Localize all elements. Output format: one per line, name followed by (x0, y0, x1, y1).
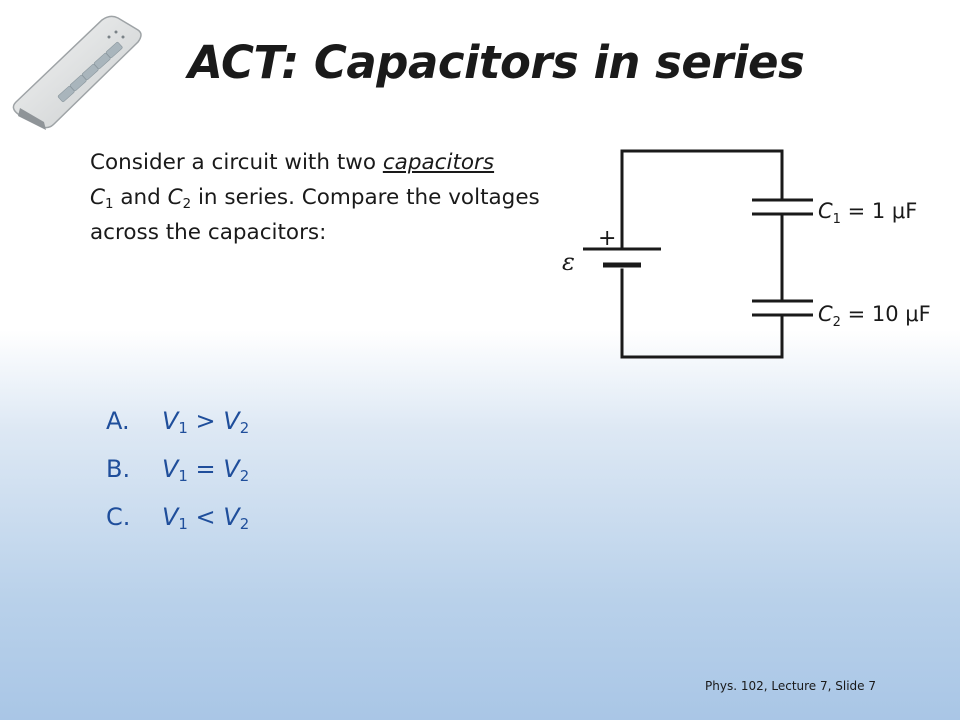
positive-terminal-sign: + (598, 226, 616, 251)
answer-choices: A.V1 > V2 B.V1 = V2 C.V1 < V2 (106, 407, 249, 551)
capacitors-link[interactable]: capacitors (382, 150, 495, 175)
battery-symbol (583, 247, 661, 268)
capacitor-c2 (752, 299, 813, 317)
answer-choice-b[interactable]: B.V1 = V2 (106, 455, 250, 485)
answer-choice-c[interactable]: C.V1 < V2 (106, 503, 250, 533)
slide-footer: Phys. 102, Lecture 7, Slide 7 (705, 679, 876, 693)
c1-label: C1 = 1 μF (818, 199, 917, 227)
capacitor-c1 (752, 198, 813, 216)
answer-choice-a[interactable]: A.V1 > V2 (106, 407, 250, 437)
c2-label: C2 = 10 μF (818, 302, 931, 330)
slide-title: ACT: Capacitors in series (188, 36, 805, 89)
circuit-diagram: + ε C1 = 1 μF C2 = 10 μF (562, 149, 931, 359)
iclicker-remote-icon (12, 15, 142, 130)
emf-label: ε (562, 248, 575, 276)
